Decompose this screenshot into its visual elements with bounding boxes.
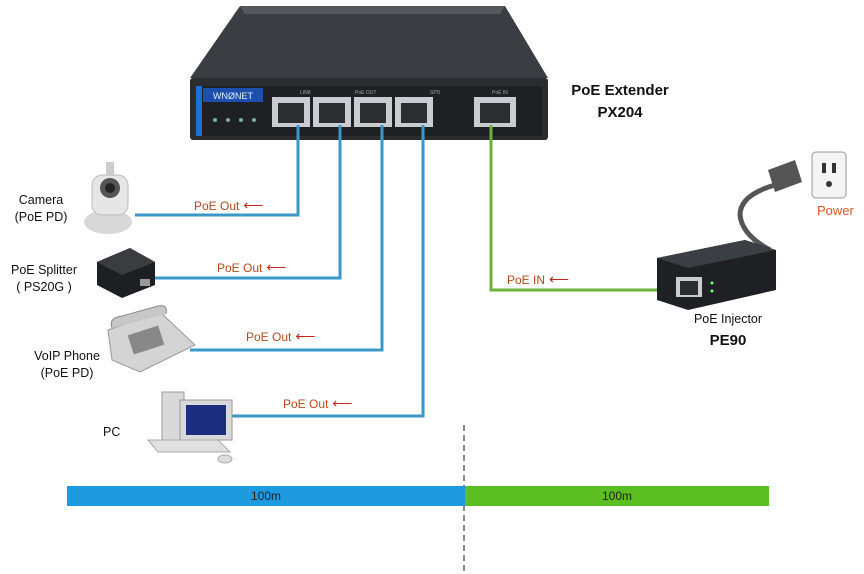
camera-label: Camera (PoE PD) [14,193,68,224]
distance-bar-left: 100m [67,486,465,506]
injector-model: PE90 [709,332,747,349]
distance-bar-right: 100m [465,486,769,506]
voip-phone-icon [107,305,196,373]
left-arrow-icon: ⟵ [295,328,316,344]
poe-out-label-camera: PoE Out⟵ [194,197,264,213]
rj45-port-1 [272,97,310,127]
extender-name: PoE Extender [571,82,669,99]
poe-out-label-splitter: PoE Out⟵ [217,259,287,275]
power-label: Power [817,203,854,218]
port-label-poe-in: PoE IN [492,90,508,96]
rj45-port-4 [395,97,433,127]
port-label-poe-out: PoE OUT [355,90,376,96]
power-plug-icon [737,160,802,253]
power-outlet-icon [811,151,847,199]
left-arrow-icon: ⟵ [332,395,353,411]
rj45-port-3 [354,97,392,127]
left-arrow-icon: ⟵ [243,197,264,213]
splitter-icon [97,248,155,298]
rj45-port-poe-in [474,97,516,127]
cable-splitter [152,125,342,280]
port-label-spd: SPD [430,90,441,96]
left-arrow-icon: ⟵ [266,259,287,275]
left-arrow-icon: ⟵ [549,271,570,287]
cable-camera [135,125,300,217]
poe-out-label-pc: PoE Out⟵ [283,395,353,411]
voip-phone-label: VoIP Phone (PoE PD) [34,349,100,380]
poe-in-label: PoE IN⟵ [507,271,570,287]
brand-logo: WNØNET [213,91,253,101]
pc-label: PC [103,425,121,439]
injector-name: PoE Injector [693,312,763,326]
extender-model: PX204 [597,104,643,121]
blue-cables [135,125,425,418]
poe-out-label-phone: PoE Out⟵ [246,328,316,344]
cable-pc [230,125,425,418]
pc-icon [146,391,233,464]
rj45-port-2 [313,97,351,127]
poe-injector-device [657,240,776,310]
poe-extender-device: WNØNET LINK PoE OUT SPD PoE IN [190,6,548,140]
camera-icon [84,162,132,234]
port-label-link: LINK [300,90,312,96]
cable-phone [190,125,384,352]
splitter-label: PoE Splitter ( PS20G ) [10,263,77,294]
cable-poe-in [489,125,680,292]
